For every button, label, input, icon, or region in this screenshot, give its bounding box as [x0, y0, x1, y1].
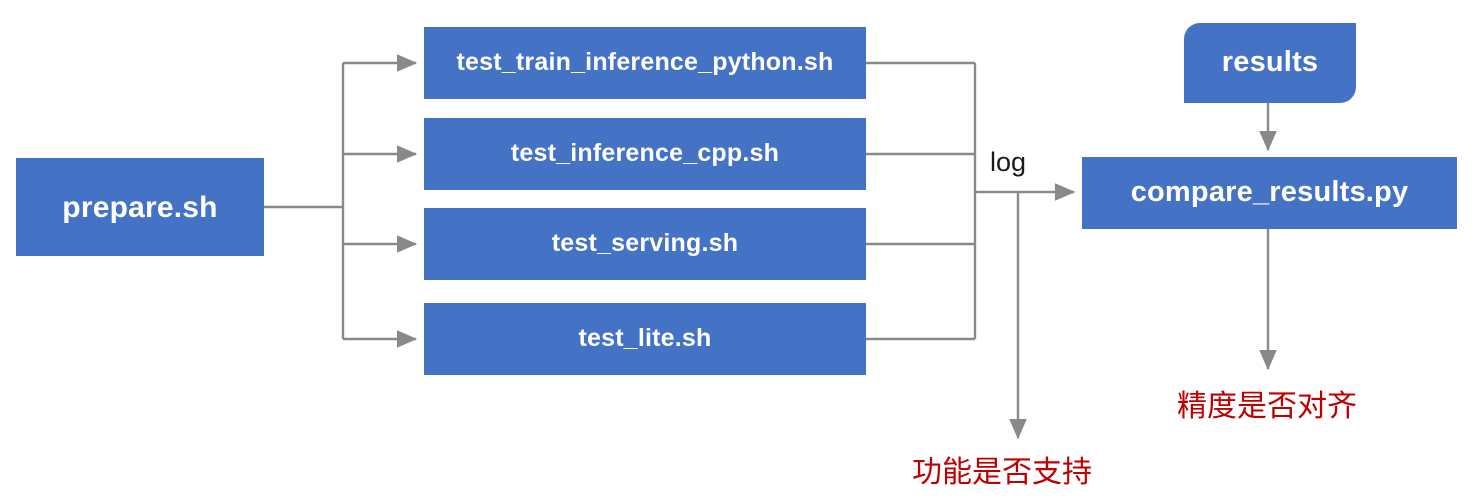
node-test-inference-cpp-sh[interactable]: test_inference_cpp.sh — [424, 118, 866, 190]
node-prepare-sh-label: prepare.sh — [62, 190, 218, 224]
node-test-serving-sh[interactable]: test_serving.sh — [424, 208, 866, 280]
node-test-lite-sh-label: test_lite.sh — [578, 324, 712, 353]
node-test-serving-sh-label: test_serving.sh — [551, 229, 739, 258]
node-test-train-inference-python-sh-label: test_train_inference_python.sh — [456, 48, 834, 77]
node-results-label: results — [1221, 46, 1319, 79]
edge-label-log: log — [990, 147, 1027, 177]
annotation-accuracy-aligned: 精度是否对齐 — [1177, 389, 1357, 424]
node-prepare-sh[interactable]: prepare.sh — [16, 158, 264, 256]
node-compare-results-py-label: compare_results.py — [1130, 176, 1409, 209]
node-results[interactable]: results — [1184, 23, 1356, 103]
node-test-inference-cpp-sh-label: test_inference_cpp.sh — [510, 139, 780, 168]
node-compare-results-py[interactable]: compare_results.py — [1082, 157, 1457, 229]
node-test-train-inference-python-sh[interactable]: test_train_inference_python.sh — [424, 27, 866, 99]
annotation-feature-support: 功能是否支持 — [912, 455, 1092, 490]
node-test-lite-sh[interactable]: test_lite.sh — [424, 303, 866, 375]
